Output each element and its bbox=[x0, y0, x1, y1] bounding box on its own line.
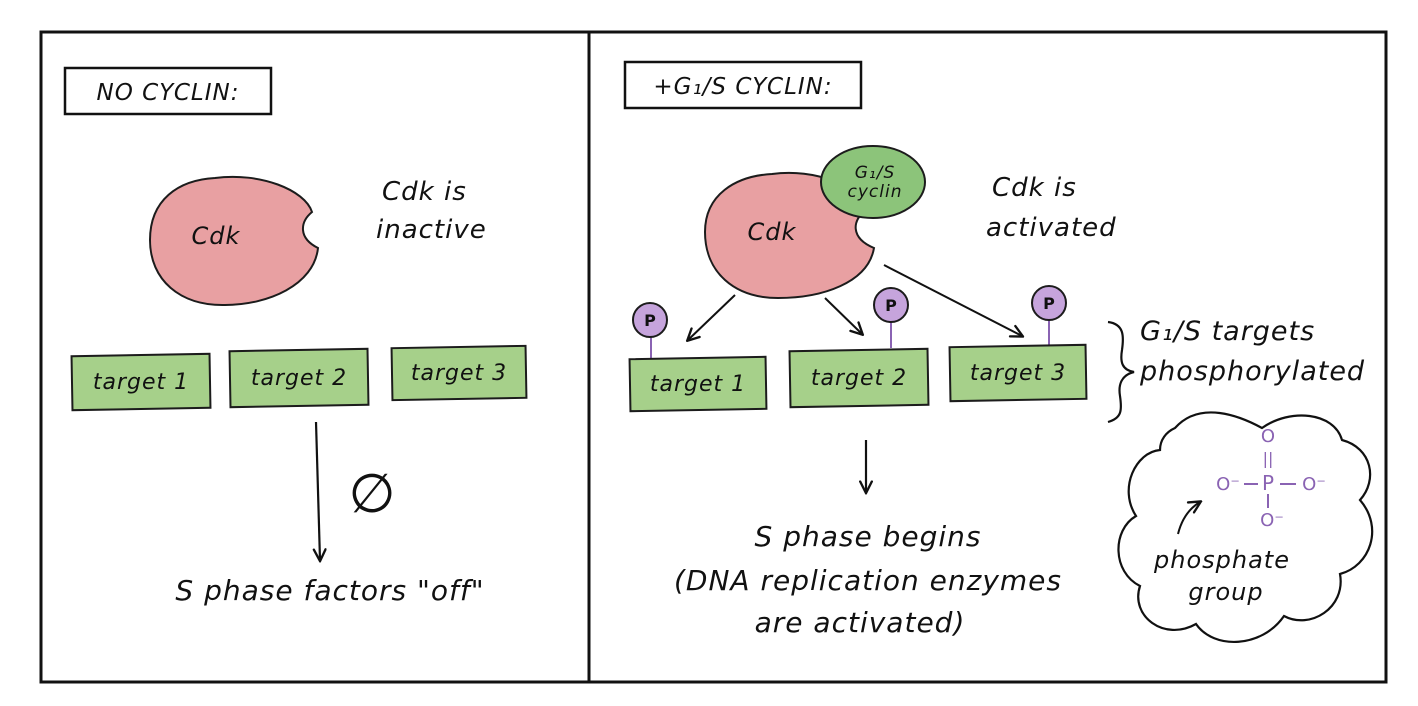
target-box bbox=[628, 355, 768, 413]
right-panel: +G₁/S CYCLIN: Cdk G₁/S cyclin Cdk is act… bbox=[623, 60, 1374, 644]
brace-label-line-2: phosphorylated bbox=[1139, 356, 1365, 387]
cdk-status-line-1: Cdk is bbox=[992, 173, 1077, 203]
phospho-tag: P bbox=[632, 302, 668, 360]
left-title-box bbox=[63, 66, 273, 116]
target-box bbox=[788, 347, 930, 409]
cdk-enzyme-shape bbox=[148, 175, 320, 307]
target-label: target 1 bbox=[93, 370, 189, 395]
cdk-label: Cdk bbox=[192, 222, 241, 250]
phospho-label: P bbox=[1043, 294, 1055, 313]
phospho-tag: P bbox=[873, 287, 909, 348]
target-box bbox=[390, 344, 528, 402]
right-panel-title: +G₁/S CYCLIN: bbox=[653, 74, 832, 100]
right-outcome-line-1: S phase begins bbox=[755, 520, 982, 553]
phospho-label: P bbox=[885, 296, 897, 315]
phospho-circle bbox=[1031, 285, 1067, 321]
target-label: target 1 bbox=[650, 372, 746, 397]
right-outcome-line-3: are activated) bbox=[755, 606, 966, 639]
phosphate-caption-line-1: phosphate bbox=[1153, 546, 1290, 574]
phospho-tag: P bbox=[1031, 285, 1067, 346]
cyclin-label-line-1: G₁/S bbox=[855, 163, 896, 183]
callout-pointer-arrow bbox=[1177, 502, 1200, 535]
cdk-status-line-1: Cdk is bbox=[382, 177, 467, 207]
phosphorylation-arrow bbox=[883, 264, 1022, 336]
brace-label-line-1: G₁/S targets bbox=[1140, 316, 1315, 347]
left-panel: NO CYCLIN: Cdk Cdk is inactive target 1 … bbox=[63, 66, 528, 607]
phosphate-double-bond: || bbox=[1263, 449, 1274, 468]
phosphate-right-oxygen: O⁻ bbox=[1302, 474, 1326, 495]
phosphate-group-callout: O || P O⁻ O⁻ O⁻ phosphate group bbox=[1117, 411, 1374, 644]
null-symbol: ∅ bbox=[348, 462, 395, 525]
right-targets: target 1 target 2 target 3 bbox=[628, 343, 1088, 413]
cdk-status-line-2: activated bbox=[986, 213, 1117, 243]
right-panel-frame bbox=[587, 30, 1388, 684]
phospho-label: P bbox=[644, 311, 656, 330]
curly-brace bbox=[1107, 320, 1135, 424]
cdk-label: Cdk bbox=[748, 218, 797, 246]
target-box bbox=[948, 343, 1088, 403]
g1s-cyclin-shape bbox=[820, 145, 926, 219]
cdk-status-line-2: inactive bbox=[376, 215, 487, 245]
phosphate-caption-line-2: group bbox=[1188, 578, 1263, 606]
left-outcome: S phase factors "off" bbox=[175, 574, 484, 607]
left-panel-title: NO CYCLIN: bbox=[97, 80, 240, 106]
phosphorylation-arrow bbox=[824, 297, 862, 334]
right-outcome-line-2: (DNA replication enzymes bbox=[674, 564, 1062, 597]
phosphate-phosphorus: P bbox=[1262, 471, 1274, 495]
cyclin-label-line-2: cyclin bbox=[848, 182, 903, 202]
target-label: target 3 bbox=[411, 361, 507, 386]
left-targets: target 1 target 2 target 3 bbox=[70, 344, 528, 412]
phosphate-bottom-oxygen: O⁻ bbox=[1260, 510, 1284, 531]
target-label: target 3 bbox=[970, 361, 1066, 386]
target-label: target 2 bbox=[251, 366, 347, 391]
target-box bbox=[70, 352, 212, 412]
down-arrow bbox=[316, 421, 320, 560]
phospho-circle bbox=[873, 287, 909, 323]
phosphate-top-oxygen: O bbox=[1261, 426, 1275, 447]
target-box bbox=[228, 347, 370, 409]
phospho-circle bbox=[632, 302, 668, 338]
phosphate-left-oxygen: O⁻ bbox=[1216, 474, 1240, 495]
callout-cloud bbox=[1117, 411, 1374, 644]
right-title-box bbox=[623, 60, 863, 110]
target-label: target 2 bbox=[811, 366, 907, 391]
phosphorylation-arrow bbox=[688, 294, 736, 340]
